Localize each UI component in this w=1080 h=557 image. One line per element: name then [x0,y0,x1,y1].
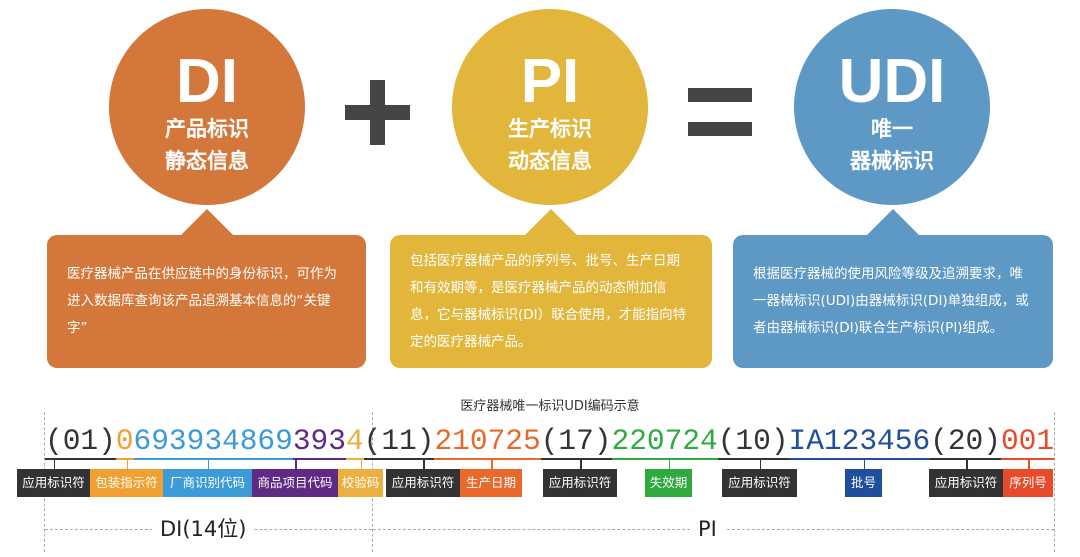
label-connector [580,459,582,469]
equals-icon-bottom [688,122,752,136]
code-label: 应用标识符 [17,469,90,497]
code-label: 应用标识符 [386,469,460,497]
code-label: 批号 [845,469,882,497]
pi-title: PI [520,47,580,116]
udi-code: (01)06939348693934(11)210725(17)220724(1… [45,423,1055,460]
label-connector [863,459,865,469]
di-title: DI [176,47,238,116]
pi-section-label: PI [690,514,725,544]
di-description: 医疗器械产品在供应链中的身份标识，可作为进入数据库查询该产品追溯基本信息的“关键… [67,266,337,336]
code-segment: 4 [345,424,364,460]
code-label: 应用标识符 [722,469,797,497]
di-description-box: 医疗器械产品在供应链中的身份标识，可作为进入数据库查询该产品追溯基本信息的“关键… [47,209,366,368]
pi-line-1: 生产标识 [508,117,592,141]
di-circle: DI 产品标识 静态信息 [109,9,305,205]
label-connector [360,459,362,469]
di-line-2: 静态信息 [165,149,249,173]
diagram-title: 医疗器械唯一标识UDI编码示意 [460,399,640,414]
pi-circle: PI 生产标识 动态信息 [452,9,648,205]
udi-description: 根据医疗器械的使用风险等级及追溯要求，唯一器械标识(UDI)由器械标识(DI)单… [753,266,1029,336]
label-connector [126,459,128,469]
code-segment: 220724 [611,424,718,460]
code-segment: (01) [45,424,116,460]
label-connector [423,459,425,469]
code-segment: 210725 [434,424,541,460]
code-segment: (20) [930,424,1001,460]
code-label: 应用标识符 [543,469,617,497]
code-segment: (11) [363,424,435,460]
udi-line-1: 唯一 [871,117,913,141]
udi-title: UDI [838,47,946,116]
code-label: 序列号 [1003,469,1053,497]
label-connector [966,459,968,469]
pi-description-box: 包括医疗器械产品的序列号、批号、生产日期和有效期等，是医疗器械产品的动态附加信息… [390,209,712,368]
di-section-label: DI(14位) [152,514,255,544]
equals-icon [688,88,752,102]
pi-line-2: 动态信息 [508,149,592,173]
code-label: 校验码 [338,469,383,497]
code-segment: (17) [540,424,612,460]
udi-description-box: 根据医疗器械的使用风险等级及追溯要求，唯一器械标识(UDI)由器械标识(DI)单… [733,209,1053,368]
label-connector [53,459,55,469]
udi-circle: UDI 唯一 器械标识 [794,9,990,205]
udi-line-2: 器械标识 [850,149,934,173]
code-segment: 0 [115,424,134,460]
code-label: 厂商识别代码 [163,469,252,497]
code-segment: 693934869 [133,424,293,460]
plus-icon-vertical [370,80,385,145]
code-segment: 001 [1000,424,1055,460]
pi-description: 包括医疗器械产品的序列号、批号、生产日期和有效期等，是医疗器械产品的动态附加信息… [410,252,687,350]
divider-right [1054,412,1055,552]
code-label: 包装指示符 [90,469,163,497]
code-segment: 393 [292,424,346,460]
code-label: 生产日期 [460,469,522,497]
label-connector [759,459,761,469]
code-label: 失效期 [645,469,692,497]
label-connector [1028,459,1030,469]
code-label: 应用标识符 [929,469,1003,497]
code-label: 商品项目代码 [252,469,338,497]
label-connector [491,459,493,469]
label-connector [668,459,670,469]
label-connector [207,459,209,469]
code-segment: IA123456 [788,424,931,460]
label-connector [295,459,297,469]
code-segment: (10) [717,424,789,460]
di-line-1: 产品标识 [165,117,249,141]
